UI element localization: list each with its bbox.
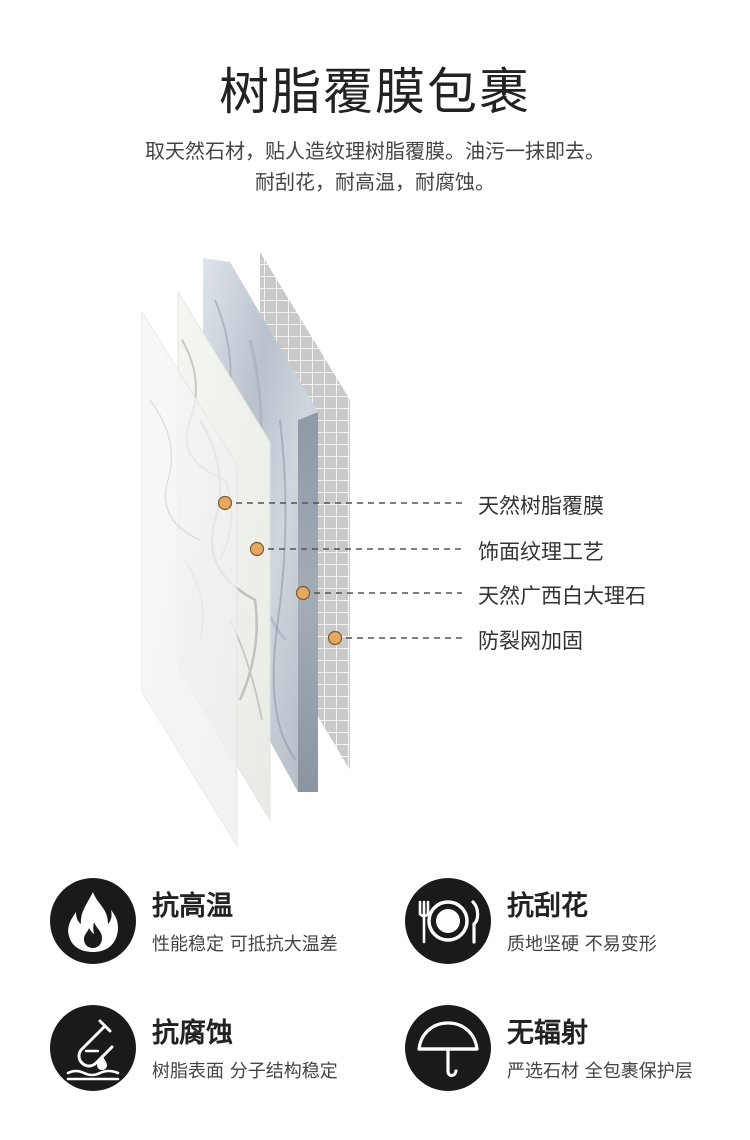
callout-marker-1 <box>217 495 233 511</box>
feature-title: 抗刮花 <box>507 891 588 922</box>
fork-plate-knife-icon <box>418 900 480 944</box>
umbrella-icon <box>417 1021 479 1078</box>
page-subtitle: 取天然石材，贴人造纹理树脂覆膜。油污一抹即去。 耐刮花，耐高温，耐腐蚀。 <box>0 136 750 198</box>
callout-marker-3 <box>295 585 311 601</box>
callout-label-marble: 天然广西白大理石 <box>478 584 646 608</box>
flame-icon <box>68 892 119 952</box>
layer-diagram <box>141 252 462 848</box>
feature-badge <box>50 878 136 964</box>
feature-badge <box>405 878 491 964</box>
callout-label-texture: 饰面纹理工艺 <box>478 540 604 564</box>
page-title: 树脂覆膜包裹 <box>219 63 531 121</box>
callout-marker-4 <box>327 630 343 646</box>
callout-marker-2 <box>249 541 265 557</box>
feature-title: 无辐射 <box>507 1018 588 1049</box>
feature-radiation-free: 无辐射 严选石材 全包裹保护层 <box>405 1005 725 1095</box>
feature-corrosion-resistance: 抗腐蚀 树脂表面 分子结构稳定 <box>50 1005 370 1095</box>
stone-slab-edge <box>298 412 318 792</box>
feature-desc: 严选石材 全包裹保护层 <box>507 1061 693 1082</box>
feature-title: 抗高温 <box>152 891 233 922</box>
feature-desc: 性能稳定 可抵抗大温差 <box>152 934 338 955</box>
feature-desc: 质地坚硬 不易变形 <box>507 934 657 955</box>
subtitle-line-2: 耐刮花，耐高温，耐腐蚀。 <box>255 170 495 194</box>
feature-heat-resistance: 抗高温 性能稳定 可抵抗大温差 <box>50 878 370 968</box>
feature-scratch-resistance: 抗刮花 质地坚硬 不易变形 <box>405 878 725 968</box>
feature-badge <box>50 1005 136 1091</box>
test-tube-icon <box>66 1019 120 1081</box>
subtitle-line-1: 取天然石材，贴人造纹理树脂覆膜。油污一抹即去。 <box>145 139 605 163</box>
callout-label-resin-film: 天然树脂覆膜 <box>478 494 604 518</box>
resin-film-layer <box>141 310 238 848</box>
callout-label-mesh: 防裂网加固 <box>478 629 583 653</box>
feature-desc: 树脂表面 分子结构稳定 <box>152 1061 338 1082</box>
feature-title: 抗腐蚀 <box>152 1018 233 1049</box>
feature-badge <box>405 1005 491 1091</box>
